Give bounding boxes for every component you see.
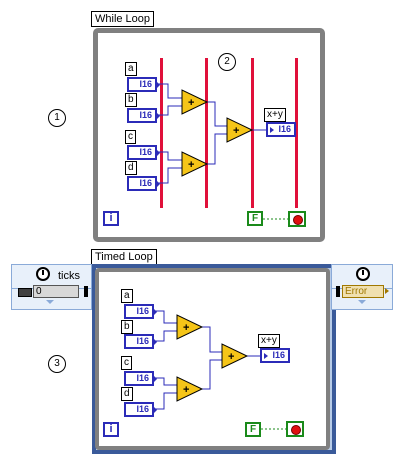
- false-constant[interactable]: F: [245, 422, 261, 437]
- input-terminal-a[interactable]: I16: [124, 304, 157, 319]
- output-node-port: [336, 286, 340, 297]
- while-loop-frame[interactable]: [93, 28, 325, 242]
- svg-text:+: +: [183, 322, 189, 334]
- add-icon: +: [176, 376, 204, 402]
- input-label-c: c: [125, 130, 136, 144]
- input-terminal-a[interactable]: I16: [127, 77, 160, 92]
- callout-3: 3: [48, 355, 66, 373]
- svg-text:+: +: [188, 159, 194, 171]
- chip-icon: [18, 288, 32, 297]
- clock-icon: [36, 267, 50, 281]
- input-label-b: b: [125, 93, 137, 107]
- svg-text:+: +: [183, 384, 189, 396]
- clock-icon: [356, 267, 370, 281]
- svg-text:+: +: [228, 351, 234, 363]
- while-loop-label: While Loop: [91, 11, 155, 27]
- input-terminal-d[interactable]: I16: [124, 402, 157, 417]
- sequence-rail-3: [251, 58, 254, 208]
- input-label-b: b: [121, 320, 133, 334]
- sequence-rail-1: [160, 58, 163, 208]
- input-label-a: a: [125, 62, 137, 76]
- add-icon: +: [176, 314, 204, 340]
- error-arrow-icon: [385, 288, 389, 294]
- add-icon: +: [221, 343, 249, 369]
- stop-icon[interactable]: [286, 421, 304, 437]
- add-icon: +: [181, 151, 209, 177]
- input-label-d: d: [125, 161, 137, 175]
- input-terminal-b[interactable]: I16: [124, 334, 157, 349]
- iteration-terminal: i: [103, 211, 119, 226]
- input-terminal-d[interactable]: I16: [127, 176, 160, 191]
- sequence-rail-2: [205, 58, 208, 208]
- input-terminal-b[interactable]: I16: [127, 108, 160, 123]
- input-label-d: d: [121, 387, 133, 401]
- input-label-a: a: [121, 289, 133, 303]
- input-node-value[interactable]: 0: [33, 285, 79, 298]
- output-indicator[interactable]: I16: [266, 122, 296, 137]
- false-constant[interactable]: F: [247, 211, 263, 226]
- timed-loop-inner-frame: [95, 268, 330, 450]
- input-terminal-c[interactable]: I16: [124, 371, 157, 386]
- callout-2: 2: [218, 53, 236, 71]
- add-icon: +: [181, 89, 209, 115]
- output-label: x+y: [258, 334, 280, 348]
- svg-text:+: +: [188, 97, 194, 109]
- callout-1: 1: [48, 109, 66, 127]
- sequence-rail-4: [295, 58, 298, 208]
- chevron-down-icon[interactable]: [358, 300, 366, 304]
- svg-text:+: +: [233, 125, 239, 137]
- input-label-c: c: [121, 356, 132, 370]
- output-indicator[interactable]: I16: [260, 348, 290, 363]
- input-node-port: [84, 286, 88, 297]
- add-icon: +: [226, 117, 254, 143]
- stop-icon[interactable]: [288, 211, 306, 227]
- input-terminal-c[interactable]: I16: [127, 145, 160, 160]
- input-node-label: ticks: [58, 270, 80, 282]
- output-label: x+y: [264, 108, 286, 122]
- output-node-error[interactable]: Error: [342, 285, 384, 298]
- chevron-down-icon[interactable]: [46, 300, 54, 304]
- iteration-terminal: i: [103, 422, 119, 437]
